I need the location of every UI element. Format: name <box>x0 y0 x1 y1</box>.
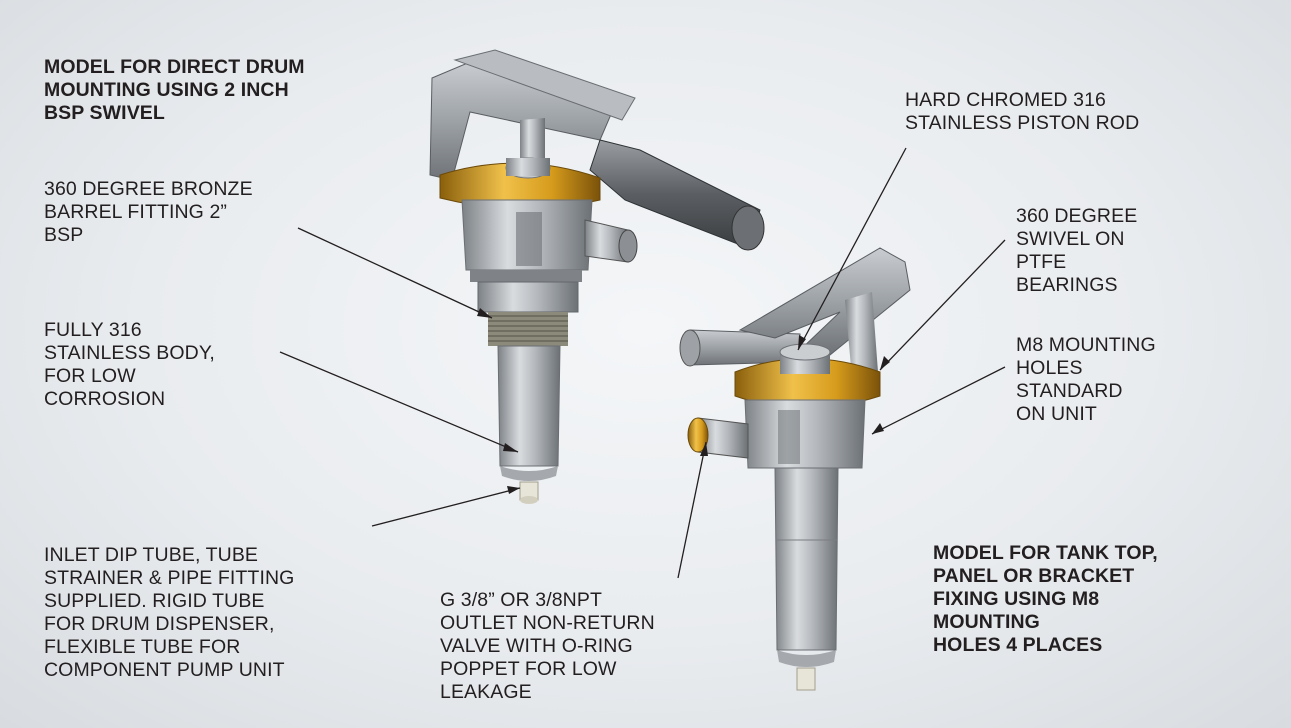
stainless-body-label: FULLY 316 STAINLESS BODY, FOR LOW CORROS… <box>44 319 215 410</box>
tank-model-title: MODEL FOR TANK TOP, PANEL OR BRACKET FIX… <box>933 542 1158 656</box>
tank-pump <box>679 247 911 691</box>
bronze-fitting-label: 360 DEGREE BRONZE BARREL FITTING 2” BSP <box>44 178 253 246</box>
swivel-ptfe-label: 360 DEGREE SWIVEL ON PTFE BEARINGS <box>1016 205 1138 296</box>
arrowheads <box>477 308 890 494</box>
m8-holes-label: M8 MOUNTING HOLES STANDARD ON UNIT <box>1016 334 1156 425</box>
piston-rod-label: HARD CHROMED 316 STAINLESS PISTON ROD <box>905 89 1140 134</box>
inlet-dip-tube-label: INLET DIP TUBE, TUBE STRAINER & PIPE FIT… <box>44 544 295 681</box>
leader-lines <box>279 147 1006 579</box>
outlet-valve-label: G 3/8” OR 3/8NPT OUTLET NON-RETURN VALVE… <box>440 589 655 703</box>
drum-model-title: MODEL FOR DIRECT DRUM MOUNTING USING 2 I… <box>44 56 305 124</box>
drum-pump <box>429 49 765 504</box>
